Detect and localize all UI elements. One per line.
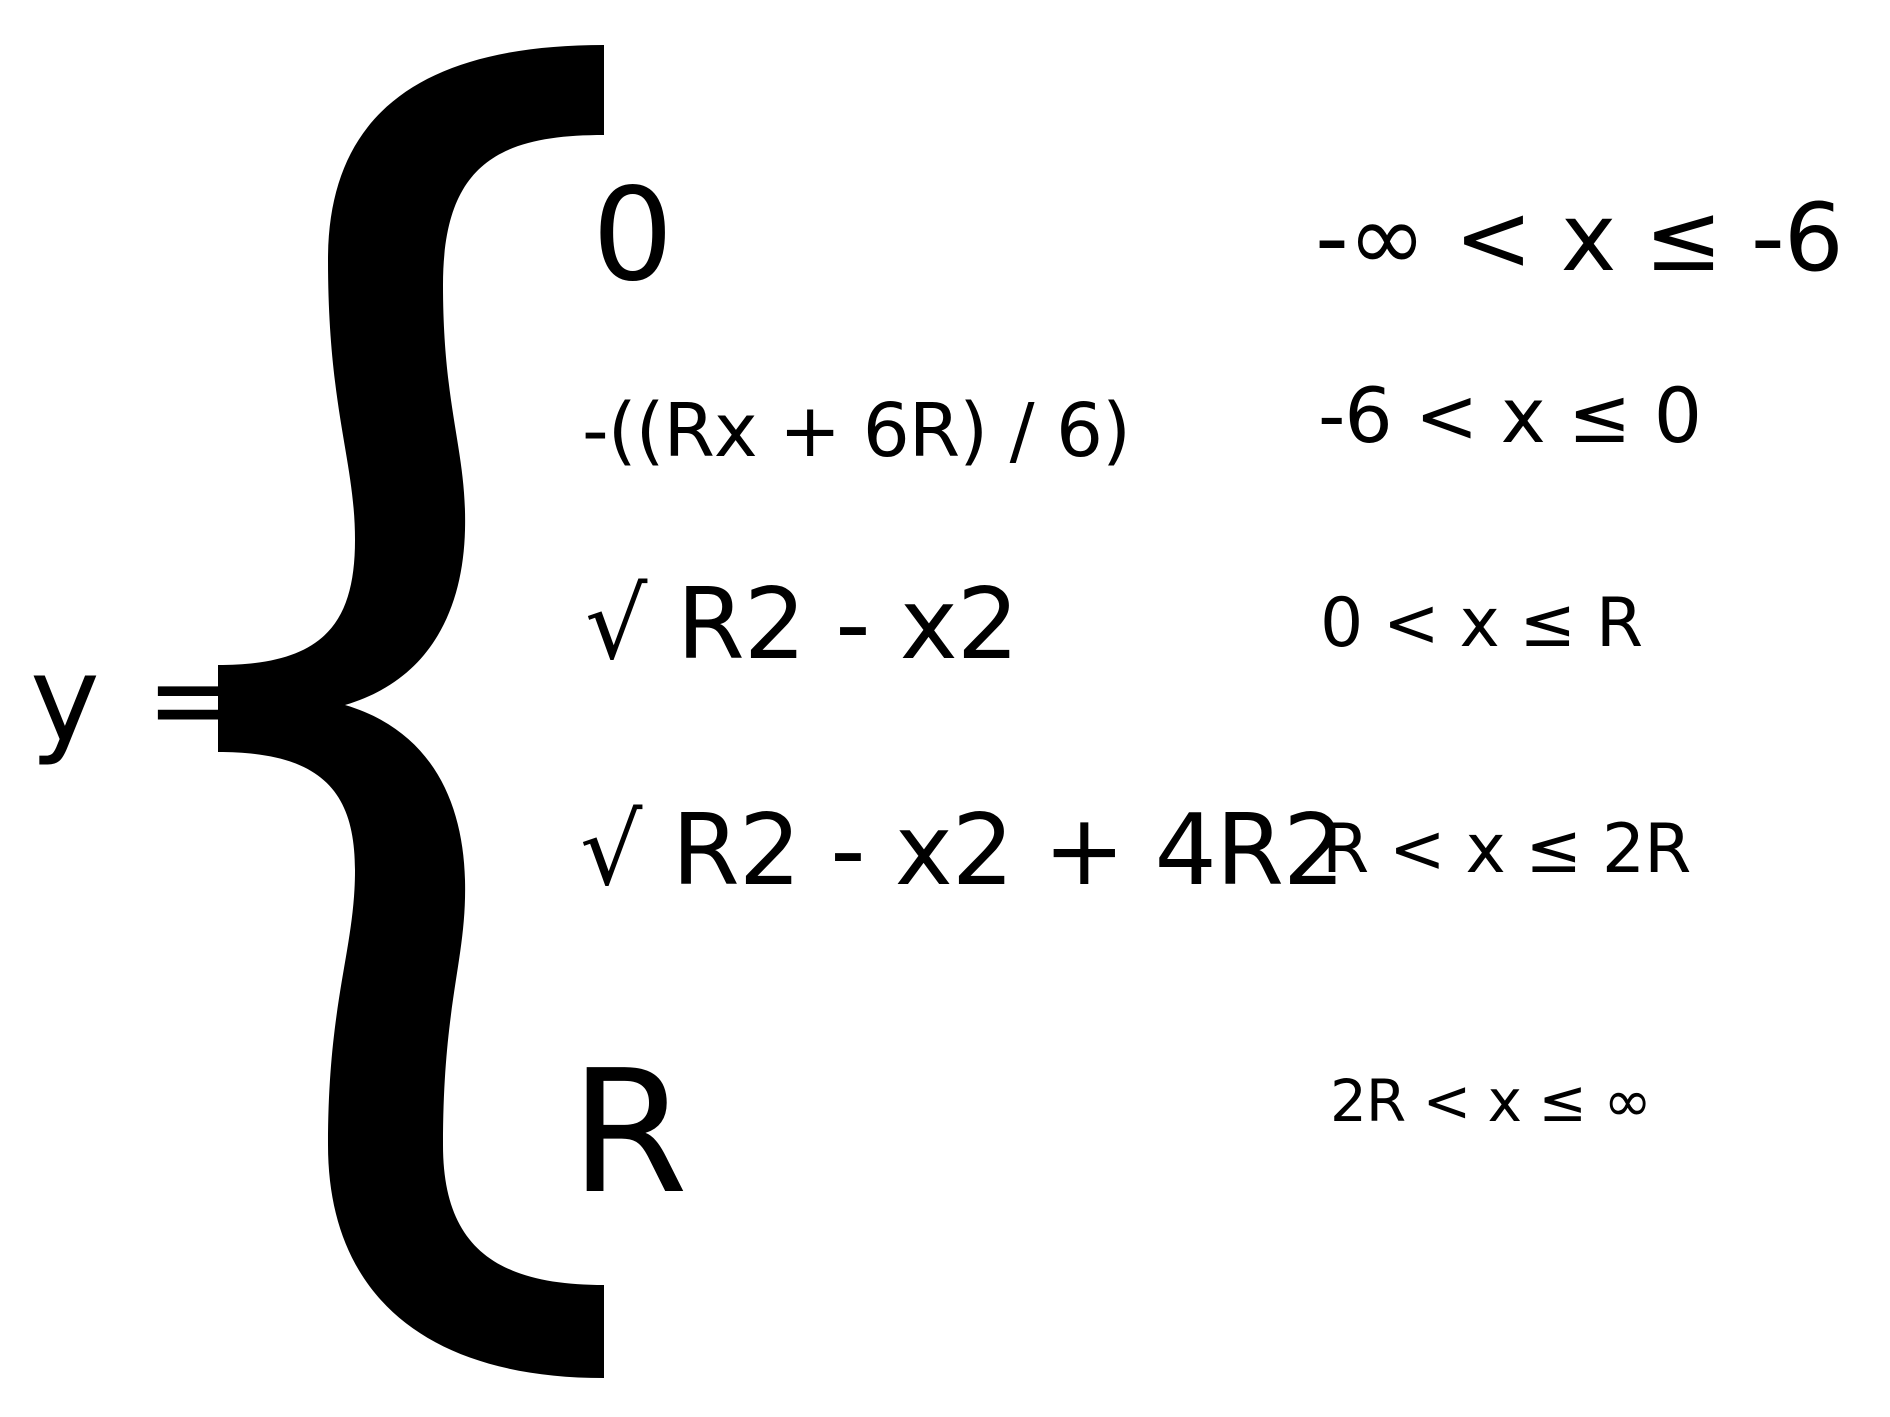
- case-condition-3: 0 < x ≤ R: [1320, 584, 1643, 663]
- equation-lhs: y =: [30, 630, 249, 768]
- case-condition-4: R < x ≤ 2R: [1322, 810, 1691, 889]
- case-expression-3: √ R2 - x2: [585, 568, 1019, 682]
- case-condition-5: 2R < x ≤ ∞: [1330, 1067, 1652, 1135]
- case-expression-5: R: [570, 1034, 688, 1232]
- case-expression-4: √ R2 - x2 + 4R2: [580, 794, 1345, 908]
- case-condition-2: -6 < x ≤ 0: [1318, 371, 1702, 460]
- case-expression-1: 0: [592, 161, 673, 310]
- case-condition-1: -∞ < x ≤ -6: [1315, 184, 1844, 293]
- case-expression-2: -((Rx + 6R) / 6): [582, 388, 1131, 474]
